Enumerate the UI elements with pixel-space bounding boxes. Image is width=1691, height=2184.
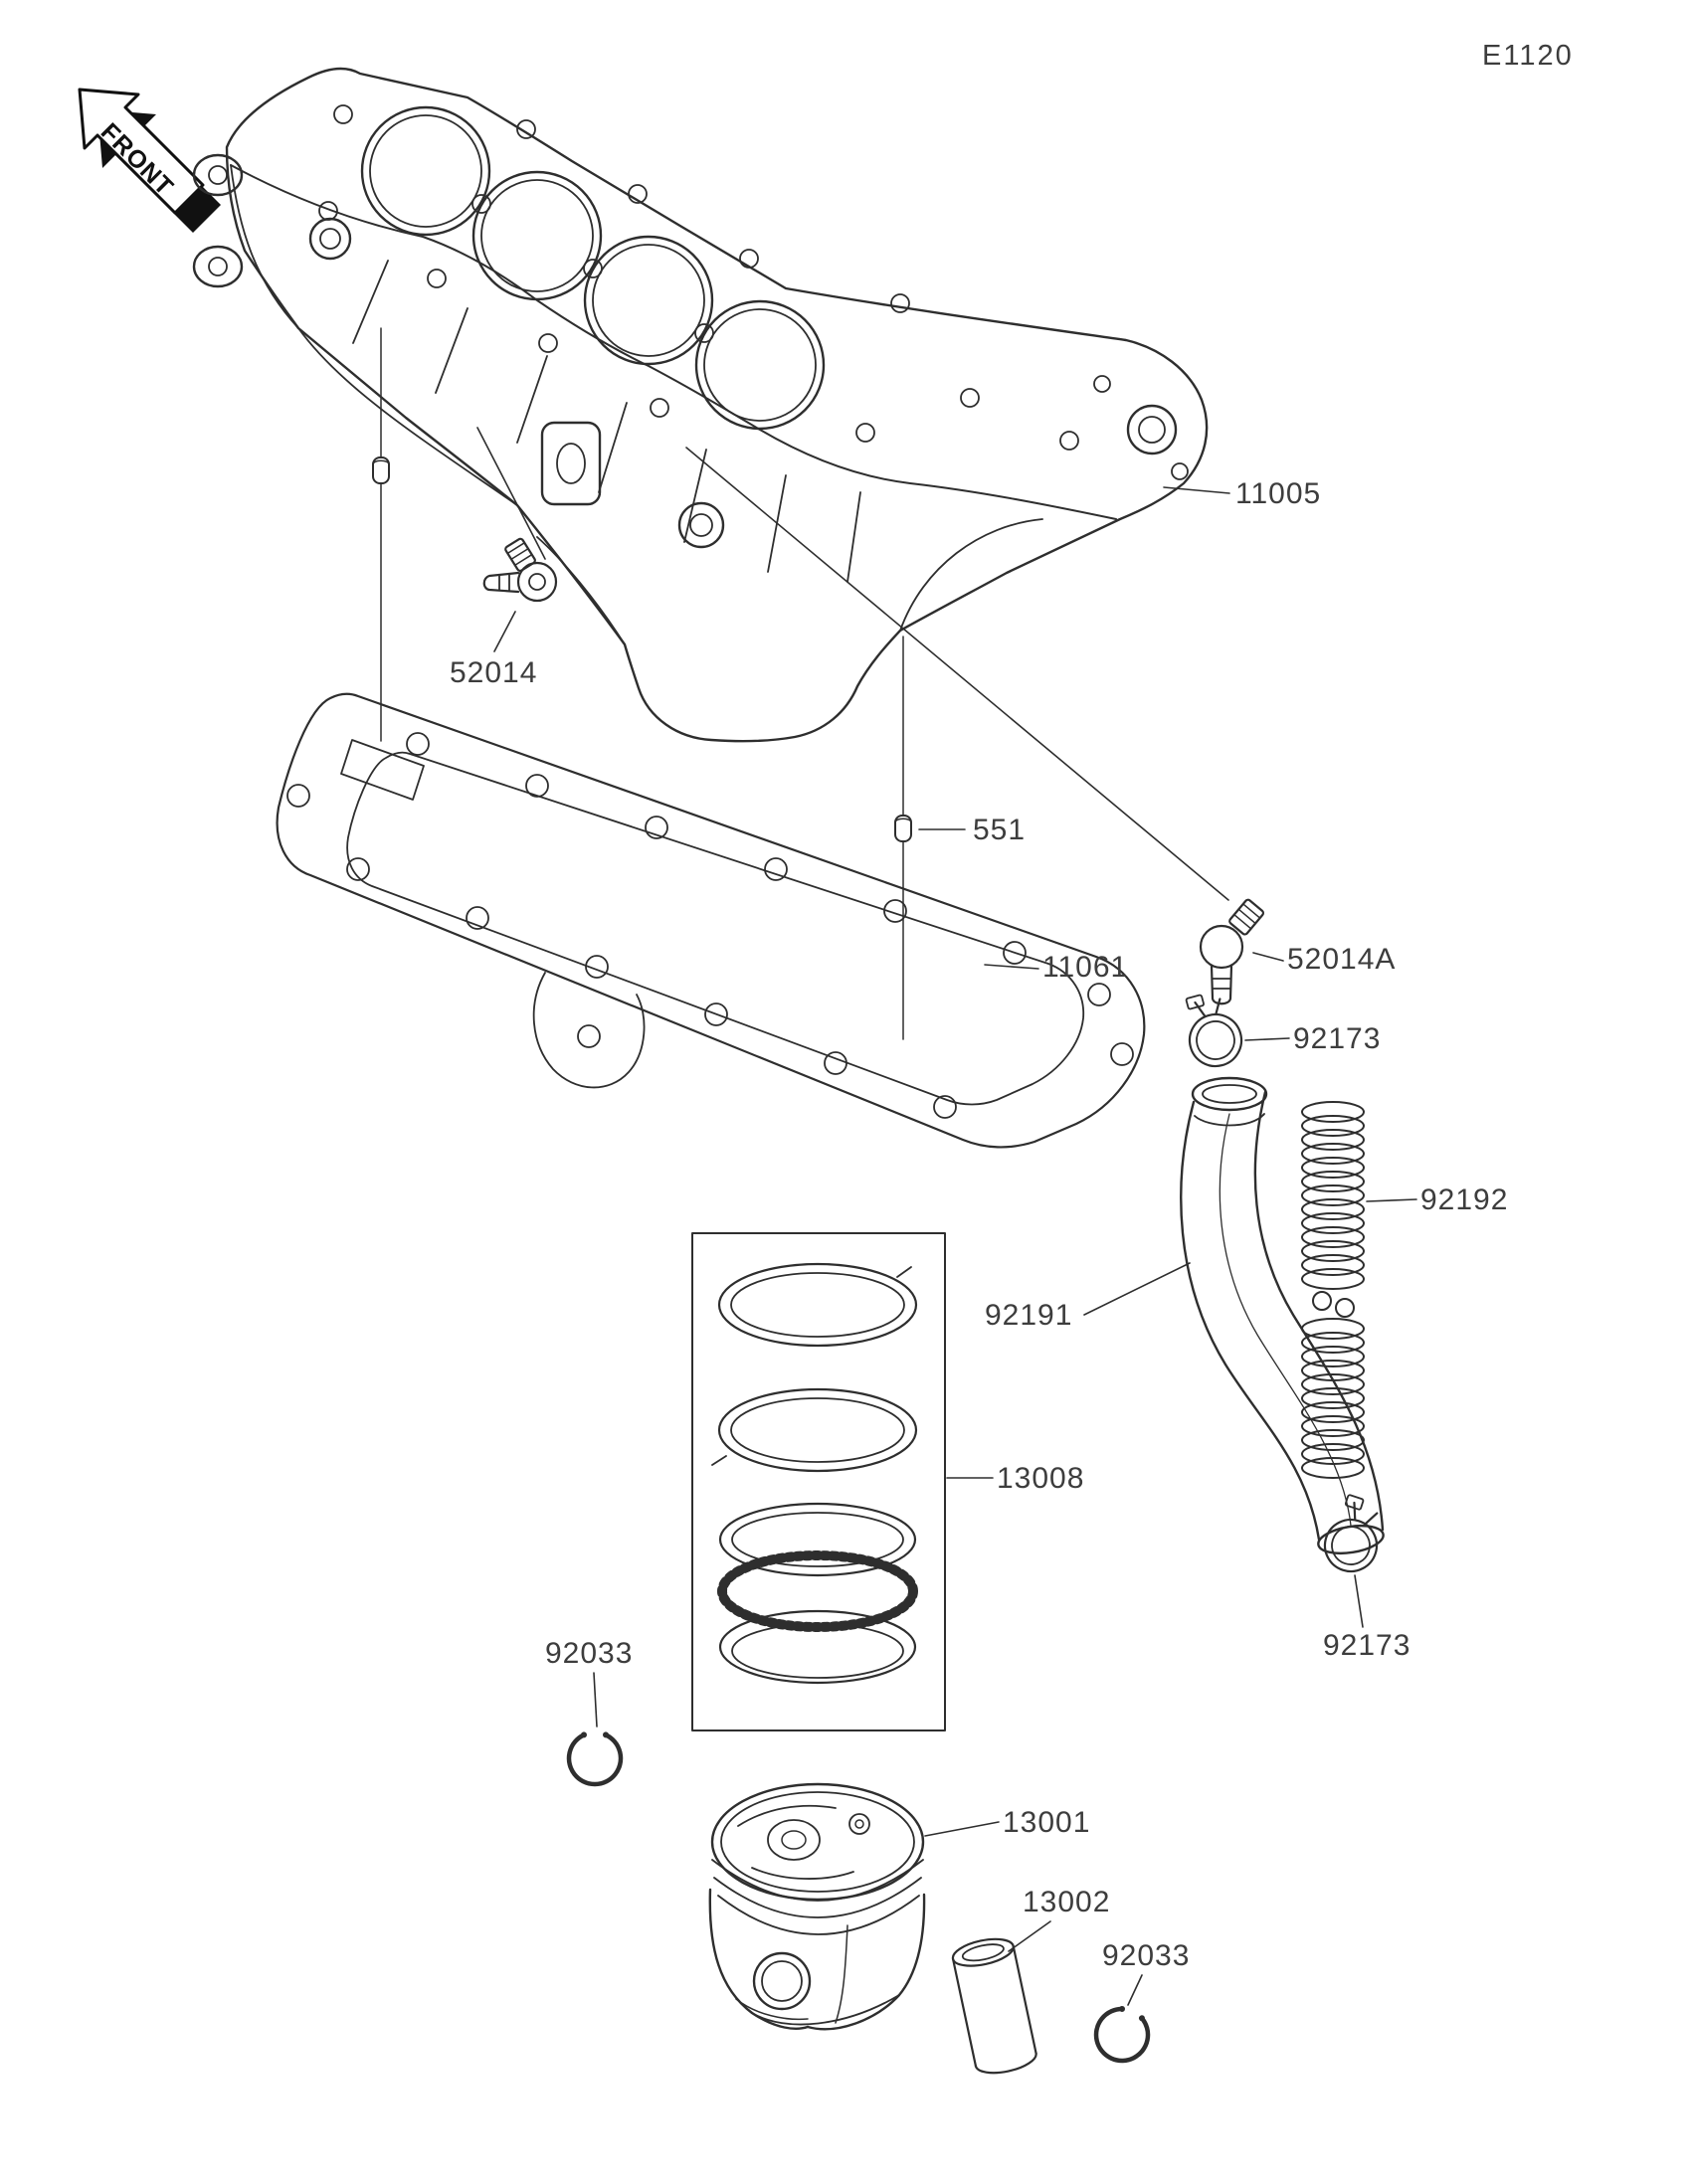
hose-art [1180, 1076, 1385, 1555]
cylinder-gasket-art [276, 692, 1146, 1149]
diagram-code: E1120 [1482, 40, 1574, 72]
part-label-92191: 92191 [985, 1299, 1073, 1332]
part-label-92173-upper: 92173 [1293, 1022, 1382, 1055]
part-label-52014: 52014 [450, 656, 538, 689]
cylinder-block-art [192, 67, 1209, 743]
part-label-52014A: 52014A [1287, 943, 1397, 976]
part-label-13008: 13008 [997, 1462, 1085, 1495]
clamp-upper-art [1185, 994, 1243, 1068]
clamp-lower-art [1323, 1494, 1379, 1573]
fitting-right-art [1199, 898, 1265, 1005]
piston-pin-art [951, 1937, 1037, 2075]
part-label-11005: 11005 [1235, 477, 1322, 510]
piston-ring-set-art [691, 1232, 946, 1731]
part-label-13001: 13001 [1003, 1806, 1091, 1839]
leader-lines [476, 427, 1417, 2006]
part-label-551: 551 [973, 814, 1027, 846]
fitting-left-art [482, 537, 558, 603]
part-label-92192: 92192 [1420, 1183, 1509, 1216]
part-label-11061: 11061 [1042, 951, 1129, 984]
part-label-92033-left: 92033 [545, 1637, 634, 1670]
circlip-right-art [1093, 2005, 1151, 2064]
part-label-92033-right: 92033 [1102, 1939, 1191, 1972]
part-label-92173-lower: 92173 [1323, 1629, 1411, 1662]
breather-tube-art [1301, 1101, 1365, 1479]
part-label-13002: 13002 [1023, 1886, 1111, 1918]
dowel-pin-art [372, 327, 912, 1040]
piston-art [708, 1782, 926, 2031]
circlip-left-art [566, 1731, 624, 1787]
